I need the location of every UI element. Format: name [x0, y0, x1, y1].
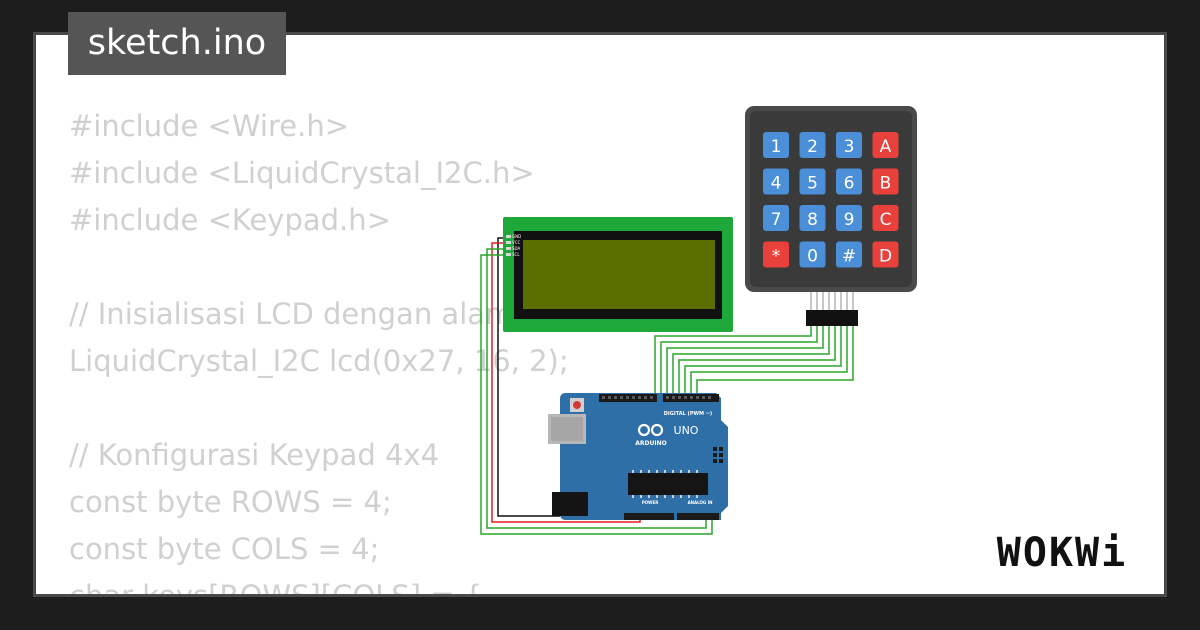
code-line: const byte ROWS = 4;: [69, 485, 392, 519]
code-line: LiquidCrystal_I2C lcd(0x27, 16, 2);: [69, 344, 569, 378]
code-line: #include <LiquidCrystal_I2C.h>: [69, 156, 535, 190]
keypad-keys: 1 2 3 A 4 5 6 B 7 8 9 C * 0 # D: [763, 132, 899, 268]
wire-k8: [696, 326, 854, 398]
keypad-key-label: 1: [771, 137, 782, 157]
keypad-key-*[interactable]: [763, 241, 789, 268]
wokwi-logo: WOKWi: [997, 530, 1127, 576]
keypad-key-8[interactable]: [799, 205, 826, 231]
power-jack: [552, 492, 588, 516]
code-line: #include <Keypad.h>: [69, 203, 391, 237]
wire-k4: [672, 326, 830, 398]
arduino-model-label: UNO: [674, 424, 699, 437]
keypad-key-label: 6: [844, 174, 855, 194]
keypad-key-1[interactable]: [763, 132, 789, 158]
wire-k2: [660, 326, 818, 398]
keypad-key-9[interactable]: [836, 205, 862, 231]
keypad-key-label: 9: [844, 210, 855, 230]
keypad-key-label: 5: [807, 174, 818, 194]
keypad-face: [750, 111, 912, 287]
arduino-brand-label: ARDUINO: [635, 440, 666, 447]
keypad-key-label: 2: [807, 137, 818, 157]
keypad-key-label: 0: [807, 247, 818, 267]
analog-label: ANALOG IN: [688, 500, 713, 505]
keypad-key-4[interactable]: [763, 168, 789, 195]
reset-button[interactable]: [573, 401, 581, 409]
wire-vcc: [491, 242, 641, 523]
keypad-key-7[interactable]: [763, 205, 789, 231]
keypad-key-5[interactable]: [799, 168, 826, 195]
lcd-pin-label: SCL: [512, 252, 520, 257]
keypad-key-label: *: [772, 247, 781, 267]
keypad-key-2[interactable]: [799, 132, 826, 158]
keypad-key-#[interactable]: [836, 241, 862, 268]
wire-sda: [486, 248, 707, 529]
lcd-screen: [523, 240, 715, 309]
keypad-key-label: B: [880, 174, 892, 194]
wire-k5: [678, 326, 836, 398]
keypad-wires: [654, 326, 854, 398]
keypad-key-label: 4: [771, 174, 782, 194]
keypad-module: 1 2 3 A 4 5 6 B 7 8 9 C * 0 # D: [745, 106, 917, 326]
keypad-key-label: #: [842, 247, 856, 267]
keypad-key-label: 7: [771, 210, 782, 230]
wire-k3: [666, 326, 824, 398]
power-label: POWER: [642, 500, 659, 505]
lcd-pin-label: GND: [512, 234, 521, 239]
keypad-key-C[interactable]: [872, 205, 899, 231]
icsp-header: [713, 447, 723, 463]
keypad-key-label: D: [879, 247, 892, 267]
code-line: char keys[ROWS][COLS] = {: [69, 579, 483, 597]
wire-scl: [480, 254, 713, 535]
keypad-key-3[interactable]: [836, 132, 862, 158]
keypad-key-A[interactable]: [872, 132, 899, 158]
code-editor[interactable]: #include <Wire.h> #include <LiquidCrystal…: [69, 103, 681, 597]
digital-label: DIGITAL (PWM ~): [664, 411, 712, 417]
keypad-key-label: A: [880, 137, 892, 157]
wire-k6: [684, 326, 842, 398]
keypad-key-D[interactable]: [872, 241, 899, 268]
wokwi-logo-text: WOKWi: [997, 530, 1127, 576]
code-line: // Konfigurasi Keypad 4x4: [69, 438, 440, 472]
code-line: #include <Wire.h>: [69, 109, 350, 143]
keypad-key-6[interactable]: [836, 168, 862, 195]
lcd-pins: [506, 235, 511, 256]
wire-k1: [654, 326, 812, 398]
keypad-key-label: 3: [844, 137, 855, 157]
wire-k7: [690, 326, 848, 398]
lcd-pin-label: SDA: [512, 246, 521, 251]
code-line: const byte COLS = 4;: [69, 532, 380, 566]
arduino-uno: DIGITAL (PWM ~) ARDUINO UNO POWER ANALOG…: [548, 393, 728, 520]
lcd-module: GND VCC SDA SCL: [503, 217, 733, 332]
arduino-logo-icon: [637, 423, 664, 437]
keypad-key-B[interactable]: [872, 168, 899, 195]
lcd-pin-label: VCC: [512, 240, 521, 245]
keypad-connector: [806, 292, 858, 326]
power-header: [624, 513, 719, 520]
file-tab-sketch[interactable]: sketch.ino: [68, 12, 286, 75]
microcontroller-chip: [628, 473, 708, 495]
keypad-key-0[interactable]: [799, 241, 826, 268]
keypad-key-label: 8: [807, 210, 818, 230]
keypad-key-label: C: [880, 210, 892, 230]
